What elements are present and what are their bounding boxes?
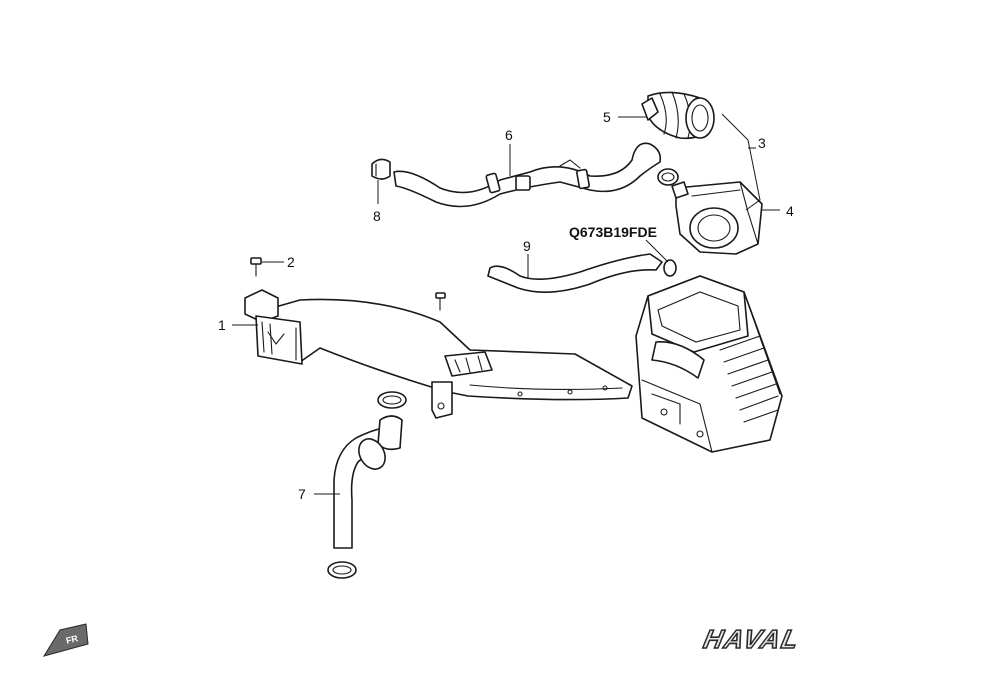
duct-mounting-bolt	[435, 292, 446, 311]
hose-clamp-upper	[657, 168, 679, 186]
part-code-label: Q673B19FDE	[569, 224, 657, 240]
callout-8: 8	[373, 208, 381, 224]
callout-1: 1	[218, 317, 226, 333]
part-1-air-intake-duct	[244, 289, 633, 419]
callout-4: 4	[786, 203, 794, 219]
callout-2: 2	[287, 254, 295, 270]
brand-logo: HAVAL	[701, 624, 803, 654]
callout-9: 9	[523, 238, 531, 254]
part-9-vent-hose	[487, 253, 663, 293]
leader-lines	[232, 113, 780, 495]
hose-clamp-lower-bottom	[327, 561, 357, 579]
callout-3: 3	[758, 135, 766, 151]
callout-7: 7	[298, 486, 306, 502]
callout-5: 5	[603, 109, 611, 125]
part-2-bolt	[250, 257, 262, 277]
part-6-breather-hose	[393, 142, 662, 208]
hose-clamp-vent	[663, 259, 677, 277]
hose-clamp-lower-top	[377, 391, 407, 409]
arrow-left-icon	[42, 623, 89, 657]
part-5-intake-bellows-hose	[641, 91, 715, 140]
part-8-hose-clip	[371, 158, 391, 180]
direction-label: FR	[65, 633, 80, 646]
air-cleaner-box	[635, 275, 783, 453]
part-4-air-box-outlet	[671, 181, 763, 255]
callout-6: 6	[505, 127, 513, 143]
part-7-lower-intake-hose	[333, 415, 403, 549]
front-direction-marker: FR	[42, 623, 89, 657]
